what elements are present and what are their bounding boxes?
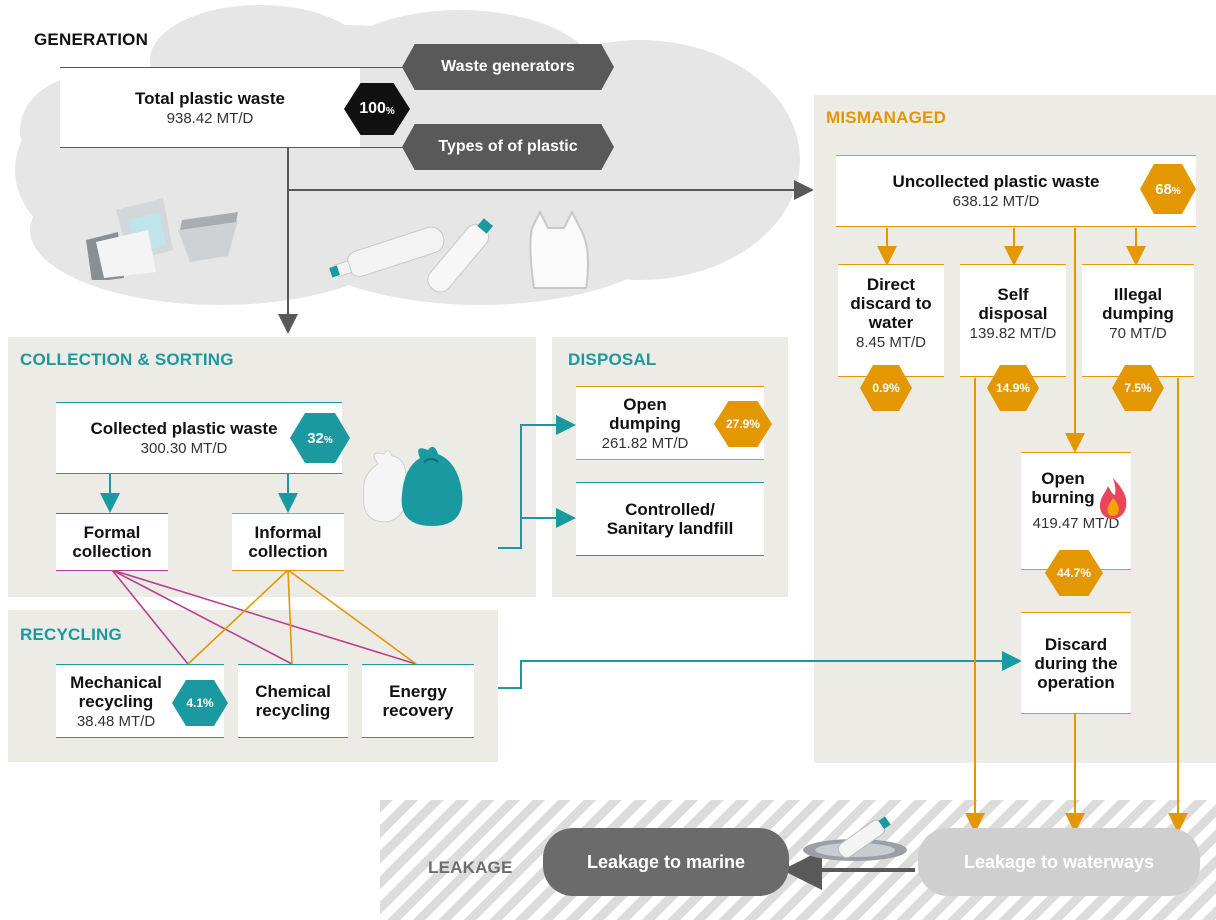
collected-value: 300.30 MT/D [140,440,228,457]
open-dumping-value: 261.82 MT/D [601,434,689,452]
leakage-waterways-pill: Leakage to waterways [918,828,1200,896]
self-disposal-pct: 14.9% [995,381,1031,395]
mechanical-recycling-title: Mechanical recycling [70,672,162,711]
bottle-icon [329,218,494,293]
fire-icon [1099,478,1127,519]
formal-collection-label: Formal collection [72,523,152,561]
total-plastic-box: Total plastic waste 938.42 MT/D [60,68,360,147]
illegal-dumping-pct: 7.5% [1124,381,1152,395]
disposal-panel [552,337,788,597]
open-dumping-pct-hex: 27.9% [714,401,772,447]
energy-recovery-label: Energy recovery [382,682,454,720]
direct-discard-pct: 0.9% [872,381,900,395]
energy-recovery-box[interactable]: Energy recovery [362,664,474,738]
collected-pct-hex: 32% [290,413,350,463]
collected-title: Collected plastic waste [90,419,278,438]
disposal-heading: DISPOSAL [568,350,657,369]
total-plastic-title: Total plastic waste [135,88,285,108]
self-disposal-title: Self disposal [978,285,1048,323]
discard-operation-box: Discard during the operation [1021,612,1131,714]
uncollected-pct-sign: % [1171,185,1181,197]
generation-rule-top [60,67,416,68]
self-disposal-value: 139.82 MT/D [969,325,1057,342]
leakage-heading: LEAKAGE [428,858,513,877]
types-of-plastic-tag[interactable]: Types of of plastic [402,124,614,170]
generation-heading: GENERATION [34,30,149,49]
uncollected-box: Uncollected plastic waste 638.12 MT/D [836,155,1196,227]
total-plastic-value: 938.42 MT/D [166,109,254,127]
leakage-marine-pill: Leakage to marine [543,828,789,896]
informal-collection-box[interactable]: Informal collection [232,513,344,571]
uncollected-pct-hex: 68% [1140,164,1196,214]
open-burning-pct: 44.7% [1056,566,1092,580]
illegal-dumping-title: Illegal dumping [1102,285,1174,323]
informal-collection-label: Informal collection [248,523,328,561]
recycling-heading: RECYCLING [20,625,122,644]
uncollected-value: 638.12 MT/D [952,193,1040,210]
mechanical-pct-hex: 4.1% [172,680,228,726]
total-pct: 100 [359,100,386,117]
collection-heading: COLLECTION & SORTING [20,350,234,369]
generation-rule-bottom [60,147,416,148]
open-dumping-title: Open dumping [609,394,681,433]
open-burning-value: 419.47 MT/D [1032,515,1120,532]
direct-discard-box: Direct discard to water 8.45 MT/D [838,264,944,377]
uncollected-title: Uncollected plastic waste [892,172,1100,191]
floating-bottle-icon [803,816,907,861]
mismanaged-heading: MISMANAGED [826,108,947,127]
illegal-dumping-value: 70 MT/D [1109,325,1167,342]
direct-discard-title: Direct discard to water [850,275,932,332]
uncollected-pct: 68 [1155,180,1172,198]
direct-discard-value: 8.45 MT/D [855,334,927,351]
illegal-dumping-box: Illegal dumping 70 MT/D [1082,264,1194,377]
pct-sign: % [385,105,395,117]
chemical-recycling-box[interactable]: Chemical recycling [238,664,348,738]
discard-operation-title: Discard during the operation [1034,634,1118,692]
food-container-icon [86,198,238,280]
open-dumping-pct: 27.9% [725,417,761,431]
mechanical-pct: 4.1% [186,696,214,710]
landfill-box: Controlled/ Sanitary landfill [576,482,764,556]
waste-generators-tag[interactable]: Waste generators [402,44,614,90]
formal-collection-box[interactable]: Formal collection [56,513,168,571]
chemical-recycling-label: Chemical recycling [255,682,331,720]
self-disposal-box: Self disposal 139.82 MT/D [960,264,1066,377]
mechanical-recycling-value: 38.48 MT/D [76,712,156,730]
garbage-bag-icon [362,446,463,526]
open-burning-title: Open burning [1031,469,1095,507]
direct-discard-pct-hex: 0.9% [860,365,912,411]
plastic-bag-icon [529,209,589,289]
collected-pct-sign: % [323,434,333,446]
landfill-label: Controlled/ Sanitary landfill [606,500,734,538]
collected-pct: 32 [307,429,324,447]
